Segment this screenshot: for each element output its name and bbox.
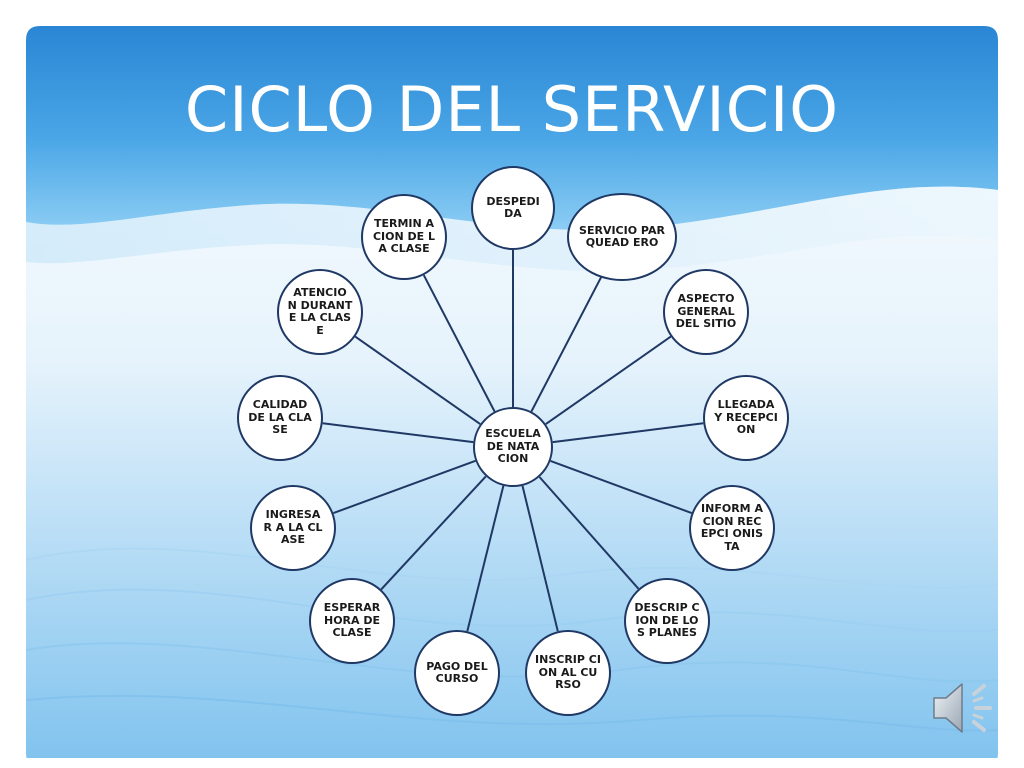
connector-descripcion-planes bbox=[538, 476, 640, 590]
center-node-label: ESCUELA DE NATACION bbox=[485, 427, 541, 466]
speaker-icon[interactable] bbox=[926, 676, 1000, 740]
node-calidad-clase: CALIDAD DE LA CLASE bbox=[237, 375, 323, 461]
node-label: DESPEDI DA bbox=[486, 194, 540, 220]
node-servicio-parqueadero: SERVICIO PARQUEAD ERO bbox=[567, 193, 677, 281]
node-llegada-recepcion: LLEGADA Y RECEPCI ON bbox=[703, 375, 789, 461]
node-label: LLEGADA Y RECEPCI ON bbox=[714, 398, 778, 437]
node-inscripcion-curso: INSCRIP CION AL CURSO bbox=[525, 630, 611, 716]
node-label: INSCRIP CION AL CURSO bbox=[535, 653, 601, 692]
node-label: DESCRIP CION DE LOS PLANES bbox=[634, 601, 700, 640]
node-label: ATENCIO N DURANT E LA CLASE bbox=[287, 286, 353, 337]
node-label: ASPECTO GENERAL DEL SITIO bbox=[675, 292, 737, 331]
connector-aspecto-general bbox=[545, 335, 672, 425]
node-terminacion-clase: TERMIN ACION DE LA CLASE bbox=[361, 194, 447, 280]
node-ingresar-clase: INGRESA R A LA CLASE bbox=[250, 485, 336, 571]
node-despedida: DESPEDI DA bbox=[471, 166, 555, 250]
connector-llegada-recepcion bbox=[552, 422, 704, 444]
node-aspecto-general: ASPECTO GENERAL DEL SITIO bbox=[663, 269, 749, 355]
connector-esperar-hora bbox=[380, 475, 487, 591]
node-label: PAGO DEL CURSO bbox=[426, 659, 488, 685]
node-atencion-clase: ATENCIO N DURANT E LA CLASE bbox=[277, 269, 363, 355]
connector-calidad-clase bbox=[322, 422, 474, 444]
center-node: ESCUELA DE NATACION bbox=[473, 407, 553, 487]
node-label: INFORM ACION RECEPCI ONISTA bbox=[700, 502, 764, 553]
connector-servicio-parqueadero bbox=[530, 275, 603, 412]
node-label: SERVICIO PARQUEAD ERO bbox=[579, 223, 665, 249]
node-label: INGRESA R A LA CLASE bbox=[263, 508, 323, 547]
slide-title: CICLO DEL SERVICIO bbox=[184, 73, 840, 146]
node-label: TERMIN ACION DE LA CLASE bbox=[372, 217, 436, 256]
node-descripcion-planes: DESCRIP CION DE LOS PLANES bbox=[624, 578, 710, 664]
node-label: ESPERAR HORA DE CLASE bbox=[323, 601, 381, 640]
node-esperar-hora: ESPERAR HORA DE CLASE bbox=[309, 578, 395, 664]
connector-pago-curso bbox=[466, 485, 505, 632]
node-informacion-recepcionista: INFORM ACION RECEPCI ONISTA bbox=[689, 485, 775, 571]
connector-inscripcion-curso bbox=[521, 485, 559, 632]
connector-terminacion-clase bbox=[422, 274, 496, 412]
connector-informacion-recepcionista bbox=[550, 459, 693, 515]
node-label: CALIDAD DE LA CLASE bbox=[248, 398, 312, 437]
connector-atencion-clase bbox=[354, 335, 481, 425]
connector-ingresar-clase bbox=[333, 459, 476, 515]
node-pago-curso: PAGO DEL CURSO bbox=[414, 630, 500, 716]
